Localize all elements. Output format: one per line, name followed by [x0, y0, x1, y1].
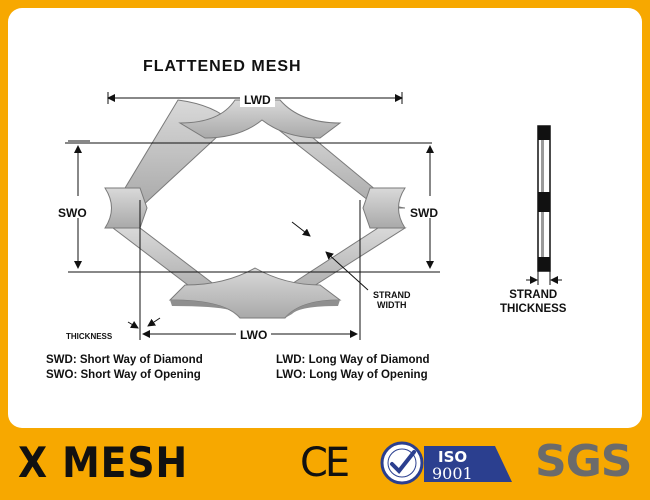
- strand-node-right: [362, 187, 406, 229]
- flattened-mesh-diagram: [65, 92, 562, 340]
- thickness-pointer-2: [147, 317, 161, 327]
- iso-9001-badge: ISO 9001: [380, 441, 512, 485]
- strand-width-label: STRAND WIDTH: [373, 290, 411, 310]
- thickness-label: THICKNESS: [66, 332, 113, 341]
- legend-swd: SWD: Short Way of Diamond: [46, 354, 203, 366]
- lwd-label: LWD: [240, 93, 275, 107]
- diagram-card: FLATTENED MESH LWD SWO SWD LWO THICKNESS…: [8, 8, 642, 428]
- diagram-title: FLATTENED MESH: [143, 58, 302, 75]
- strand-width-label-line2: WIDTH: [377, 300, 407, 310]
- legend-swo: SWO: Short Way of Opening: [46, 369, 201, 381]
- swo-label: SWO: [58, 206, 87, 220]
- brand-logo: X MESH: [18, 438, 189, 487]
- lwo-label: LWO: [236, 328, 272, 342]
- strand-width-label-line1: STRAND: [373, 290, 411, 300]
- ce-mark: CE: [300, 440, 350, 486]
- legend-right: LWD: Long Way of Diamond LWO: Long Way o…: [276, 353, 430, 383]
- strand-node-left: [104, 187, 148, 229]
- strand-thickness-label-line1: STRAND: [509, 289, 558, 301]
- strand-width-pointer: [325, 251, 369, 291]
- legend-lwo: LWO: Long Way of Opening: [276, 369, 428, 381]
- iso-number: 9001: [432, 464, 473, 483]
- sgs-logo: SGS: [535, 436, 632, 487]
- iso-text: ISO: [438, 448, 467, 466]
- legend-left: SWD: Short Way of Diamond SWO: Short Way…: [46, 353, 203, 383]
- legend-lwd: LWD: Long Way of Diamond: [276, 354, 430, 366]
- strand-width-pointer-2: [291, 221, 311, 237]
- strand-thickness-label: STRAND THICKNESS: [500, 288, 566, 316]
- strand-thickness-label-line2: THICKNESS: [500, 303, 567, 315]
- strand-side-view: [526, 125, 562, 285]
- strand-crossing-top: [178, 99, 342, 139]
- thickness-pointer: [127, 320, 139, 329]
- swd-label: SWD: [410, 206, 438, 220]
